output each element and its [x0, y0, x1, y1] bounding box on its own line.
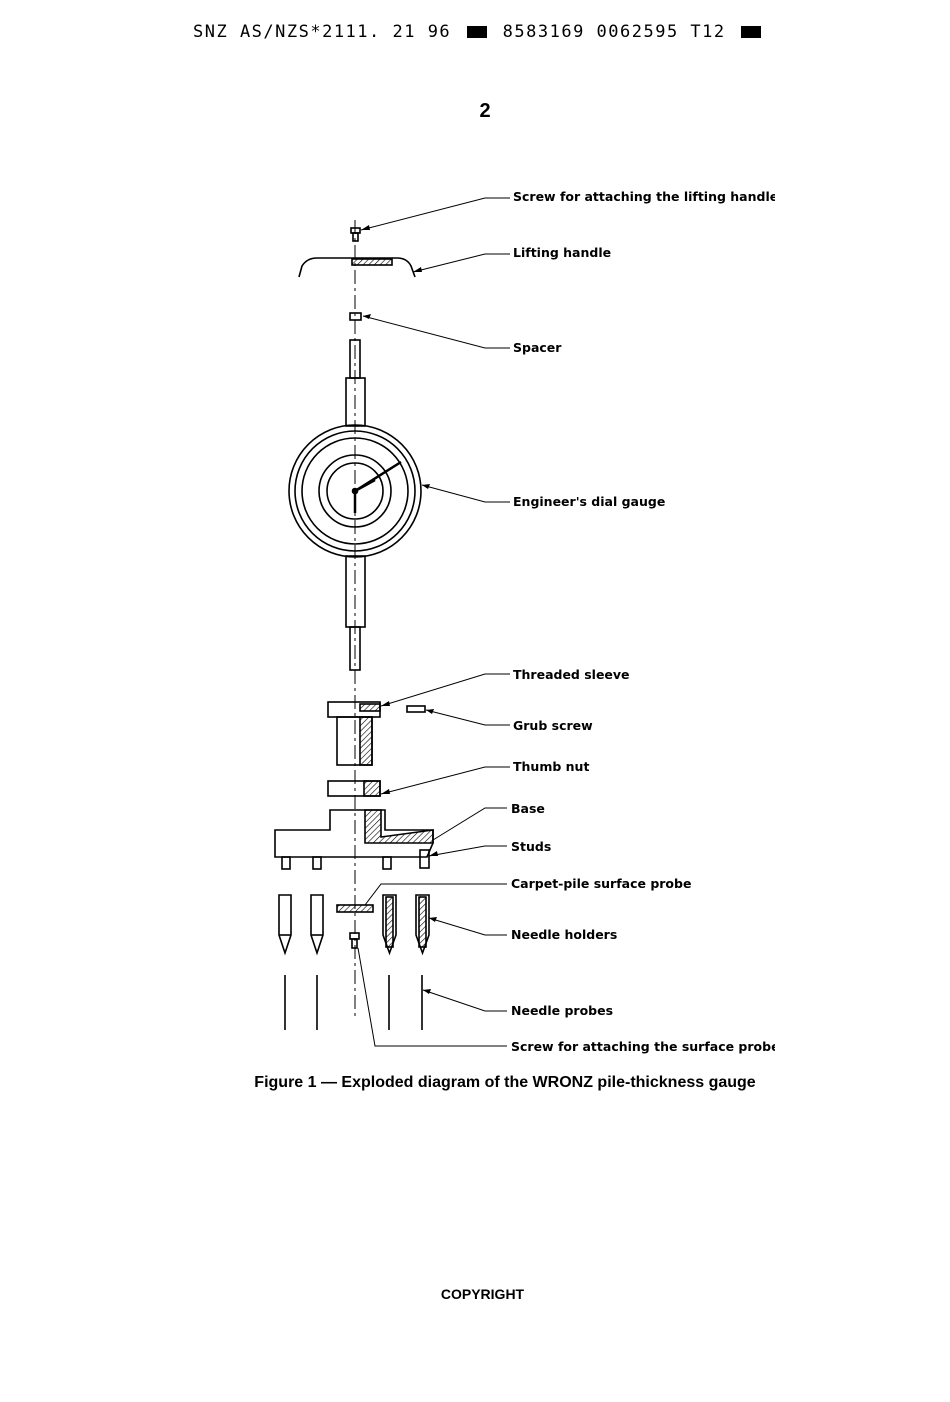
label-screw-probe: Screw for attaching the surface probe — [511, 1039, 775, 1054]
page-number: 2 — [479, 100, 491, 122]
surface-probe — [336, 904, 374, 913]
grub-screw — [406, 705, 426, 713]
dial-gauge — [288, 424, 422, 558]
label-spacer: Spacer — [513, 340, 562, 355]
needle-holder-right-1 — [382, 894, 397, 956]
label-base: Base — [511, 801, 545, 816]
lower-stem — [345, 555, 366, 628]
needle-holder-right-2 — [415, 894, 430, 956]
label-dial-gauge: Engineer's dial gauge — [513, 494, 665, 509]
label-needle-probes: Needle probes — [511, 1003, 613, 1018]
threaded-sleeve — [327, 701, 381, 766]
thumb-nut — [327, 780, 381, 797]
document-header: SNZ AS/NZS*2111. 21 96 8583169 0062595 T… — [193, 22, 773, 42]
barcode-block — [741, 26, 762, 38]
upper-stem — [345, 377, 366, 427]
handle-screw — [350, 227, 361, 242]
base — [274, 809, 434, 870]
document-codes: 8583169 0062595 T12 — [502, 22, 726, 42]
label-grub-screw: Grub screw — [513, 718, 593, 733]
label-surface-probe: Carpet-pile surface probe — [511, 876, 691, 891]
spacer — [349, 312, 362, 321]
label-screw-handle: Screw for attaching the lifting handle — [513, 189, 775, 204]
label-studs: Studs — [511, 839, 551, 854]
exploded-diagram: Screw for attaching the lifting handle L… — [274, 189, 775, 1054]
copyright-footer: COPYRIGHT — [440, 1286, 525, 1302]
probe-screw — [349, 932, 360, 949]
document-id: SNZ AS/NZS*2111. 21 96 — [193, 22, 452, 42]
barcode-block — [466, 26, 487, 38]
label-thumb-nut: Thumb nut — [513, 759, 589, 774]
needle-holder-left-2 — [310, 894, 324, 956]
lower-spindle — [349, 626, 361, 671]
label-needle-holders: Needle holders — [511, 927, 617, 942]
needle-holder-left-1 — [278, 894, 292, 956]
label-lifting-handle: Lifting handle — [513, 245, 611, 260]
label-threaded-sleeve: Threaded sleeve — [513, 667, 630, 682]
lifting-handle — [298, 257, 416, 278]
figure-caption: Figure 1 — Exploded diagram of the WRONZ… — [254, 1074, 756, 1091]
